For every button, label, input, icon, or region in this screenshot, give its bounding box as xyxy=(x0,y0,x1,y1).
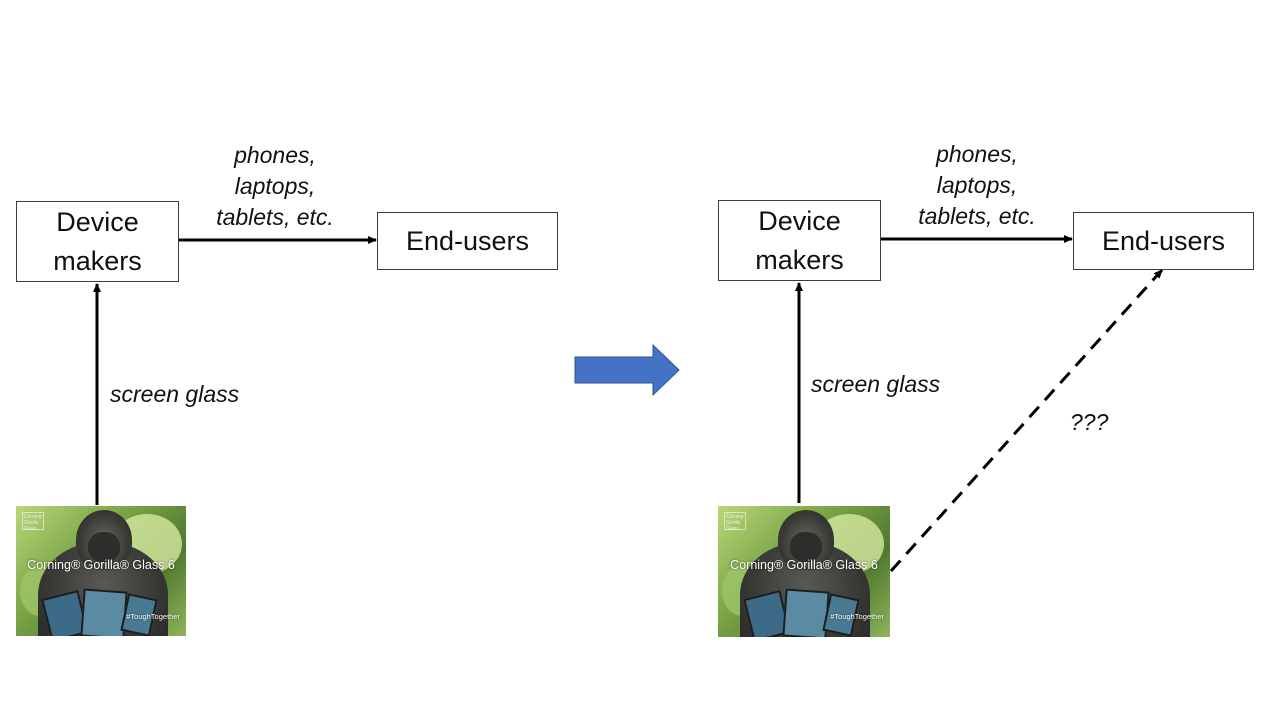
right-device-makers-label: Device makers xyxy=(755,205,844,275)
right-block-arrow-icon xyxy=(574,343,680,397)
right-gorilla-glass-ad-image: Corning Gorilla Glass Corning® Gorilla® … xyxy=(718,506,890,637)
left-image-brand-text: Corning® Gorilla® Glass 6 xyxy=(27,558,175,572)
left-device-makers-label: Device makers xyxy=(53,206,142,276)
left-image-corner-text: Corning Gorilla Glass xyxy=(22,512,44,532)
right-end-users-label: End-users xyxy=(1101,225,1226,256)
left-image-tagline-text: #ToughTogether xyxy=(126,612,180,621)
right-direct-flow-dashed-arrow xyxy=(889,268,1164,573)
right-image-tagline-text: #ToughTogether xyxy=(830,612,884,621)
right-image-brand-text: Corning® Gorilla® Glass 6 xyxy=(730,558,878,572)
left-end-users-label: End-users xyxy=(405,225,530,256)
right-device-makers-box: Device makers xyxy=(718,200,881,281)
right-image-corner-text: Corning Gorilla Glass xyxy=(724,512,746,532)
right-product-label: phones, laptops, tablets, etc. xyxy=(918,141,1036,229)
left-product-label: phones, laptops, tablets, etc. xyxy=(216,142,334,230)
left-end-users-box: End-users xyxy=(377,212,558,270)
right-supply-label: screen glass xyxy=(811,371,941,397)
left-gorilla-glass-ad-image: Corning Gorilla Glass Corning® Gorilla® … xyxy=(16,506,186,636)
right-direct-flow-label: ??? xyxy=(1070,409,1109,435)
left-supply-label: screen glass xyxy=(110,381,240,407)
left-device-makers-box: Device makers xyxy=(16,201,179,282)
right-end-users-box: End-users xyxy=(1073,212,1254,270)
